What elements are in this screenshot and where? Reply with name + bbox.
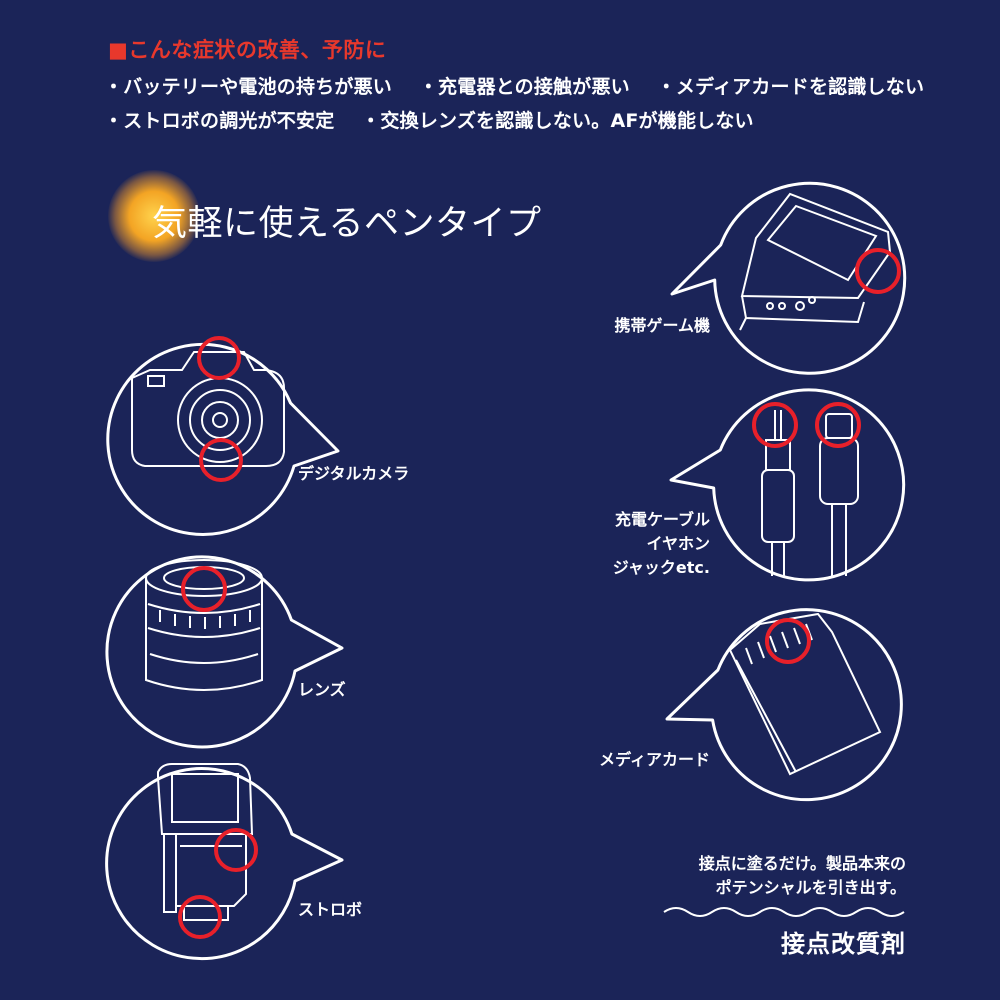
label-strobe: ストロボ — [298, 900, 363, 919]
label-earphone: イヤホン — [646, 534, 710, 553]
strobe-bubble-outline — [105, 767, 344, 961]
strobe-icon — [157, 763, 258, 939]
pen-type-subtitle: 気軽に使えるペンタイプ — [152, 204, 542, 244]
heading-square-icon: ■ — [108, 38, 129, 62]
lens-icon — [145, 559, 263, 691]
game-bubble-outline — [670, 181, 907, 375]
handheld-console-icon — [739, 192, 901, 331]
game-bubble — [670, 181, 907, 375]
strobe-bubble — [105, 763, 344, 961]
cable-bubble-outline — [669, 388, 906, 582]
label-handheld-game: 携帯ゲーム機 — [614, 316, 710, 335]
heading-text: こんな症状の改善、予防に — [128, 38, 387, 62]
contact-highlight — [855, 248, 901, 294]
symptom-item: ・ストロボの調光が不安定 — [104, 110, 335, 132]
symptom-item: ・充電器との接触が悪い — [418, 76, 630, 98]
label-charging-cable: 充電ケーブル — [614, 510, 710, 529]
contact-highlight — [815, 402, 861, 448]
contact-highlight — [765, 618, 811, 664]
symptom-list-row-2: ・ストロボの調光が不安定 ・交換レンズを認識しない。AFが機能しない — [104, 106, 774, 133]
contact-highlight — [752, 402, 798, 448]
footer-note-line: 接点に塗るだけ。製品本来の — [698, 854, 906, 873]
footer-note-line: ポテンシャルを引き出す。 — [715, 878, 906, 897]
contact-highlight — [199, 438, 243, 482]
contact-highlight — [178, 895, 222, 939]
symptom-item: ・メディアカードを認識しない — [656, 76, 925, 98]
contact-highlight — [214, 828, 258, 872]
glow-dot — [108, 170, 200, 262]
cable-bubble — [669, 388, 906, 582]
card-bubble-outline — [665, 608, 903, 802]
label-jack-etc: ジャックetc. — [612, 558, 710, 577]
contact-highlight — [197, 336, 241, 380]
symptom-list-row-1: ・バッテリーや電池の持ちが悪い ・充電器との接触が悪い ・メディアカードを認識し… — [104, 72, 944, 99]
label-digital-camera: デジタルカメラ — [298, 464, 410, 483]
camera-bubble — [106, 336, 340, 536]
sd-card-icon — [728, 612, 882, 776]
label-media-card: メディアカード — [599, 750, 710, 769]
product-name: 接点改質剤 — [781, 930, 906, 958]
card-bubble — [665, 608, 903, 802]
symptoms-heading: ■こんな症状の改善、予防に — [108, 34, 386, 64]
symptom-item: ・交換レンズを認識しない。AFが機能しない — [361, 110, 754, 132]
wave-divider — [663, 907, 905, 917]
contact-highlight — [181, 566, 227, 612]
camera-bubble-outline — [106, 342, 340, 536]
camera-icon — [131, 336, 285, 482]
lens-bubble — [105, 555, 344, 749]
footer-note: 接点に塗るだけ。製品本来の ポテンシャルを引き出す。 — [660, 852, 906, 900]
symptom-item: ・バッテリーや電池の持ちが悪い — [104, 76, 393, 98]
label-lens: レンズ — [298, 680, 346, 699]
cable-connectors-icon — [752, 402, 861, 576]
